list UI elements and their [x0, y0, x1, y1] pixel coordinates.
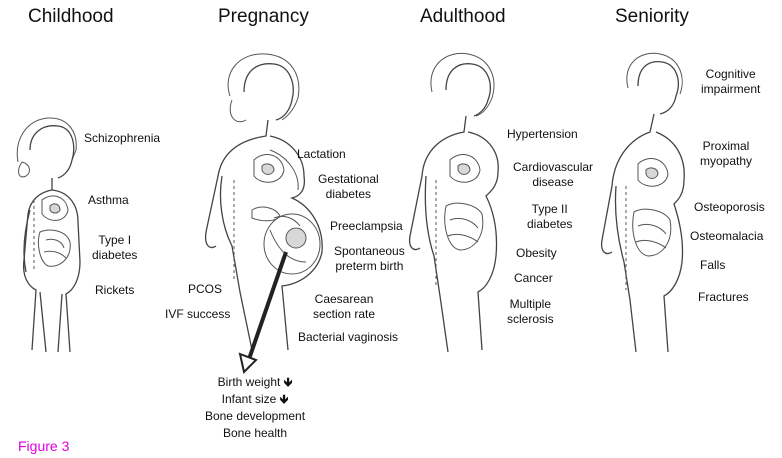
figure-caption: Figure 3 [18, 438, 70, 454]
condition-label: Cognitive impairment [701, 67, 761, 96]
condition-label: Osteomalacia [690, 229, 764, 243]
condition-label: Type II diabetes [527, 202, 573, 231]
condition-label: Schizophrenia [84, 131, 161, 145]
offspring-outcomes: Birth weight 🡻 Infant size 🡻 Bone develo… [196, 374, 314, 442]
condition-label: PCOS [188, 282, 223, 296]
condition-label: Cancer [514, 271, 553, 285]
stage-title-adulthood: Adulthood [420, 6, 506, 27]
senior-figure [600, 52, 685, 353]
arrow-down-icon: 🡻 [283, 375, 293, 389]
condition-label: Fractures [698, 290, 749, 304]
condition-label: IVF success [165, 307, 231, 321]
outcome-item: Bone development [204, 409, 306, 423]
pregnant-figure [204, 53, 323, 374]
condition-label: Lactation [297, 147, 346, 161]
arrow-down-icon: 🡻 [279, 392, 289, 406]
condition-label: Hypertension [507, 127, 578, 141]
condition-label: Spontaneous preterm birth [334, 244, 405, 273]
condition-label: Multiple sclerosis [507, 297, 554, 326]
outcome-item: Bone health [222, 426, 288, 440]
condition-label: Obesity [516, 246, 557, 260]
outcome-item: Infant size 🡻 [221, 392, 289, 406]
condition-label: Preeclampsia [330, 219, 403, 233]
condition-label: Falls [700, 258, 726, 272]
stage-title-childhood: Childhood [28, 6, 114, 27]
condition-label: Proximal myopathy [700, 139, 753, 168]
child-figure [16, 117, 81, 353]
condition-label: Rickets [95, 283, 135, 297]
condition-label: Osteoporosis [694, 200, 765, 214]
outcome-item: Birth weight 🡻 [217, 375, 293, 389]
stage-title-pregnancy: Pregnancy [218, 6, 309, 27]
condition-label: Caesarean section rate [313, 292, 376, 321]
condition-label: Type I diabetes [92, 233, 138, 262]
stage-title-seniority: Seniority [615, 6, 689, 27]
condition-label: Gestational diabetes [318, 172, 379, 201]
condition-label: Bacterial vaginosis [298, 330, 399, 344]
condition-label: Cardiovascular disease [513, 160, 594, 189]
adult-figure [408, 52, 499, 353]
condition-label: Asthma [88, 193, 129, 207]
